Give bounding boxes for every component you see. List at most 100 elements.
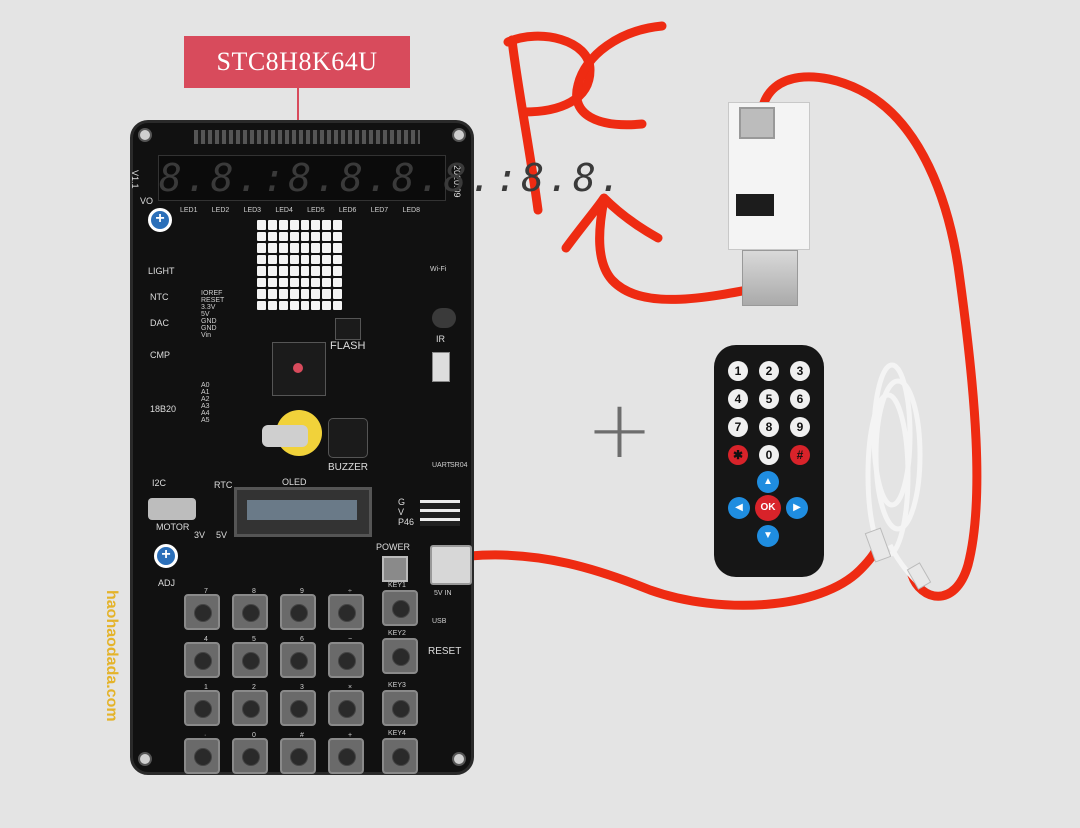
key1-label: KEY1 xyxy=(388,582,406,589)
matrix-led xyxy=(279,289,288,299)
function-keys: KEY1 KEY2 KEY3 KEY4 xyxy=(380,582,420,772)
chip-marker-dot xyxy=(293,363,303,373)
key4-button[interactable] xyxy=(382,738,418,774)
pot-vo[interactable]: + xyxy=(148,208,172,232)
matrix-led xyxy=(257,289,266,299)
keypad-button[interactable] xyxy=(184,738,220,774)
matrix-led xyxy=(301,220,310,230)
pin-label: V xyxy=(398,507,414,517)
matrix-led xyxy=(290,255,299,265)
matrix-led xyxy=(257,278,266,288)
led-label: LED5 xyxy=(307,207,325,214)
matrix-led xyxy=(301,278,310,288)
remote-left-button[interactable]: ◀ xyxy=(728,497,750,519)
pin-header-white xyxy=(420,500,460,526)
keypad-button[interactable] xyxy=(280,642,316,678)
keypad-button[interactable] xyxy=(232,594,268,630)
matrix-led xyxy=(257,301,266,311)
key2-button[interactable] xyxy=(382,638,418,674)
rtc-label: RTC xyxy=(214,480,232,490)
remote-down-button[interactable]: ▼ xyxy=(757,525,779,547)
key3-button[interactable] xyxy=(382,690,418,726)
remote-key[interactable]: 7 xyxy=(728,417,748,437)
pin-label: A0 xyxy=(201,382,221,389)
keypad-button[interactable] xyxy=(232,642,268,678)
led-label: LED4 xyxy=(275,207,293,214)
remote-key[interactable]: 5 xyxy=(759,389,779,409)
pin-label: 3.3V xyxy=(201,304,241,311)
reset-label: RESET xyxy=(428,646,461,657)
keypad-button[interactable] xyxy=(184,642,220,678)
keypad-button[interactable] xyxy=(328,690,364,726)
matrix-led xyxy=(333,278,342,288)
pot-adj[interactable]: + xyxy=(154,544,178,568)
matrix-led xyxy=(279,278,288,288)
remote-key[interactable]: 2 xyxy=(759,361,779,381)
remote-key[interactable]: 1 xyxy=(728,361,748,381)
pin-label: A5 xyxy=(201,417,221,424)
keypad-button[interactable] xyxy=(232,690,268,726)
led-matrix xyxy=(257,220,342,310)
keypad-button[interactable] xyxy=(328,642,364,678)
ir-switch[interactable] xyxy=(432,352,450,382)
light-label: LIGHT xyxy=(148,266,175,276)
keypad-button[interactable] xyxy=(232,738,268,774)
adj-label: ADJ xyxy=(158,578,175,588)
matrix-led xyxy=(268,232,277,242)
matrix-led xyxy=(322,278,331,288)
usb-in-label: 5V IN xyxy=(434,590,452,597)
pin-label: A4 xyxy=(201,410,221,417)
remote-ok-button[interactable]: OK xyxy=(755,495,781,521)
matrix-led xyxy=(290,278,299,288)
remote-up-button[interactable]: ▲ xyxy=(757,471,779,493)
led-label: LED1 xyxy=(180,207,198,214)
i2c-label: I2C xyxy=(152,478,166,488)
remote-key[interactable]: 3 xyxy=(790,361,810,381)
usb-cable xyxy=(850,345,950,595)
mount-hole xyxy=(452,752,466,766)
matrix-led xyxy=(279,301,288,311)
remote-key[interactable]: # xyxy=(790,445,810,465)
key1-button[interactable] xyxy=(382,590,418,626)
brand-label: haohaodada.com xyxy=(102,590,120,780)
remote-key[interactable]: ✱ xyxy=(728,445,748,465)
keypad-button[interactable] xyxy=(328,738,364,774)
power-button[interactable] xyxy=(382,556,408,582)
remote-key[interactable]: 0 xyxy=(759,445,779,465)
keypad-button[interactable] xyxy=(328,594,364,630)
v5-label: 5V xyxy=(216,530,227,540)
usb-port[interactable] xyxy=(430,545,472,585)
matrix-led xyxy=(290,289,299,299)
remote-right-button[interactable]: ▶ xyxy=(786,497,808,519)
mount-hole xyxy=(452,128,466,142)
remote-key[interactable]: 8 xyxy=(759,417,779,437)
buzzer-label: BUZZER xyxy=(328,462,368,473)
matrix-led xyxy=(290,301,299,311)
remote-key[interactable]: 9 xyxy=(790,417,810,437)
keypad-button[interactable] xyxy=(280,690,316,726)
pin-label: IOREF xyxy=(201,290,241,297)
led-label: LED7 xyxy=(371,207,389,214)
matrix-led xyxy=(301,232,310,242)
remote-key[interactable]: 4 xyxy=(728,389,748,409)
matrix-led xyxy=(301,266,310,276)
pin-label: RESET xyxy=(201,297,241,304)
key2-label: KEY2 xyxy=(388,630,406,637)
usb-adapter-plug xyxy=(742,250,798,306)
power-label: POWER xyxy=(376,542,410,552)
keypad-button[interactable] xyxy=(280,594,316,630)
keypad-button[interactable] xyxy=(280,738,316,774)
flash-chip xyxy=(335,318,361,340)
matrix-led xyxy=(322,301,331,311)
keypad-button[interactable] xyxy=(184,594,220,630)
keypad-button[interactable] xyxy=(184,690,220,726)
matrix-led xyxy=(268,266,277,276)
led-label: LED6 xyxy=(339,207,357,214)
led-row: LED1 LED2 LED3 LED4 LED5 LED6 LED7 LED8 xyxy=(180,207,420,214)
matrix-led xyxy=(333,255,342,265)
remote-key[interactable]: 6 xyxy=(790,389,810,409)
matrix-led xyxy=(333,266,342,276)
matrix-led xyxy=(311,255,320,265)
